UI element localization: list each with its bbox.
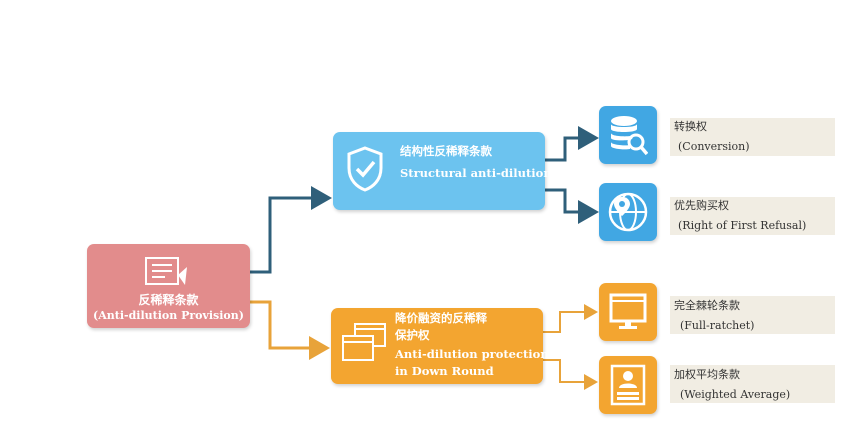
leaf-refusal-box bbox=[599, 183, 657, 241]
root-subtitle: (Anti-dilution Provision) bbox=[93, 309, 244, 322]
down-round-subtitle-line1: Anti-dilution protection bbox=[395, 347, 549, 361]
connector-downround-fullratchet bbox=[543, 304, 598, 333]
leaf-weighted-label bbox=[670, 365, 835, 403]
leaf-conversion-en: (Conversion) bbox=[678, 140, 750, 153]
structural-node: 结构性反稀释条款 Structural anti-dilution bbox=[333, 132, 552, 210]
leaf-weighted-en: (Weighted Average) bbox=[680, 388, 791, 401]
leaf-fullratchet-en: (Full-ratchet) bbox=[680, 319, 755, 332]
structural-subtitle: Structural anti-dilution bbox=[400, 166, 552, 180]
leaf-conversion-label bbox=[670, 118, 835, 156]
connector-structural-refusal bbox=[545, 188, 599, 224]
windows-icon bbox=[341, 322, 387, 362]
leaf-fullratchet-cn: 完全棘轮条款 bbox=[674, 299, 740, 312]
id-card-icon bbox=[610, 364, 646, 410]
shield-check-icon bbox=[347, 146, 383, 192]
structural-title: 结构性反稀释条款 bbox=[400, 144, 492, 158]
down-round-title-line2: 保护权 bbox=[395, 328, 430, 342]
leaf-fullratchet-label bbox=[670, 296, 835, 334]
leaf-refusal-label bbox=[670, 197, 835, 235]
connector-root-structural bbox=[250, 186, 332, 274]
leaf-conversion-box bbox=[599, 106, 657, 164]
down-round-subtitle-line2: in Down Round bbox=[395, 364, 494, 378]
root-title: 反稀释条款 bbox=[138, 293, 199, 307]
globe-location-icon bbox=[607, 191, 649, 237]
monitor-icon bbox=[609, 293, 647, 335]
leaf-weighted-box bbox=[599, 356, 657, 414]
leaf-conversion-cn: 转换权 bbox=[674, 120, 707, 133]
leaf-fullratchet-box bbox=[599, 283, 657, 341]
connector-downround-weighted bbox=[543, 359, 598, 390]
leaf-refusal-cn: 优先购买权 bbox=[674, 199, 729, 212]
connector-root-downround bbox=[250, 300, 330, 360]
root-node: 反稀释条款 (Anti-dilution Provision) bbox=[87, 244, 250, 328]
connector-structural-conversion bbox=[545, 126, 599, 162]
document-edit-icon bbox=[145, 255, 189, 291]
leaf-weighted-cn: 加权平均条款 bbox=[674, 368, 740, 381]
down-round-title-line1: 降价融资的反稀释 bbox=[395, 311, 487, 325]
leaf-refusal-en: (Right of First Refusal) bbox=[678, 219, 807, 232]
down-round-node: 降价融资的反稀释 保护权 Anti-dilution protection in… bbox=[331, 308, 549, 384]
database-search-icon bbox=[608, 114, 649, 160]
